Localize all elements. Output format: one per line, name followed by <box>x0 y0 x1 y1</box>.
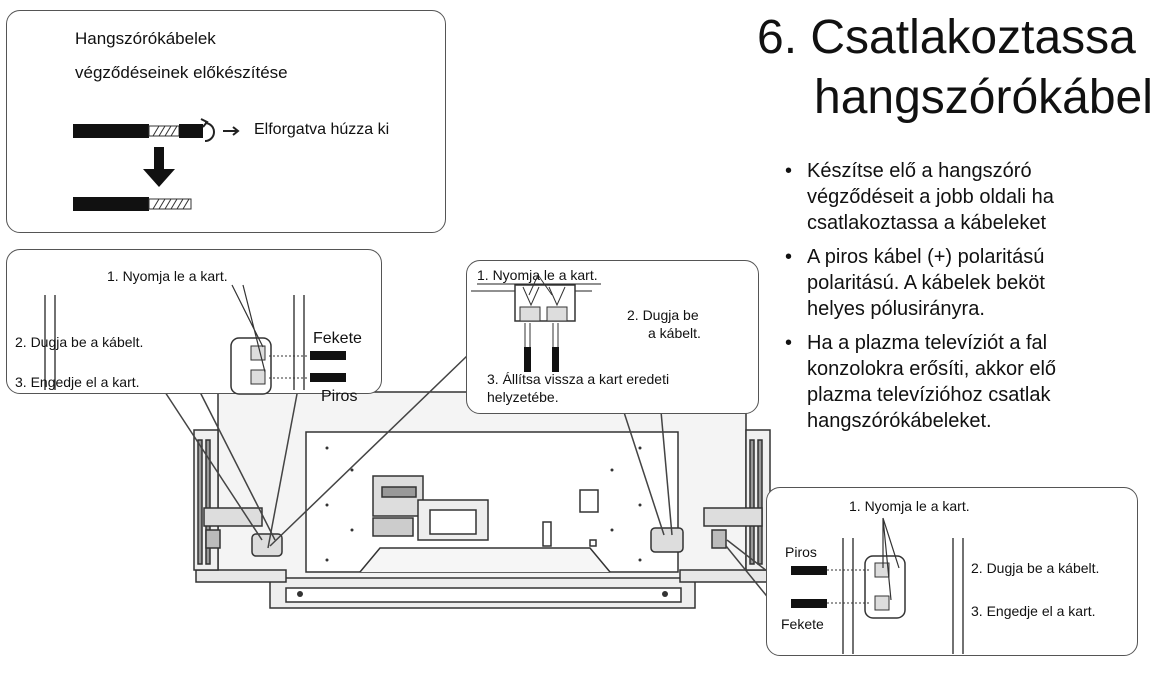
bullet-3-line-4: hangszórókábeleket. <box>807 410 992 432</box>
bullet-1-line-2: végződéseit a jobb oldali ha <box>807 186 1054 208</box>
down-arrow-icon <box>143 147 175 187</box>
tv-body <box>195 391 771 609</box>
callout-lines <box>164 354 777 601</box>
bullet-3: • Ha a plazma televíziót a fal konzolokr… <box>783 330 1143 434</box>
bullet-3-line-2: konzolokra erősíti, akkor elő <box>807 358 1057 380</box>
speaker-stands <box>193 429 771 571</box>
center-step3-line1: 3. Állítsa vissza a kart eredeti <box>487 371 670 387</box>
center-terminal-box: 1. Nyomja le a kart. 2. Dugja be a kábel… <box>466 260 759 414</box>
left-step1: 1. Nyomja le a kart. <box>107 268 228 284</box>
bullet-dot-1: • <box>785 160 793 182</box>
left-step3: 3. Engedje el a kart. <box>15 374 140 390</box>
center-step2-line2: a kábelt. <box>648 325 701 341</box>
center-cable-right <box>552 347 559 372</box>
instruction-bullets: • Készítse elő a hangszóró végződéseit a… <box>783 158 1143 442</box>
right-terminal-diagram <box>791 517 964 654</box>
label-red: Piros <box>321 388 358 405</box>
bullet-1-line-3: csatlakoztassa a kábeleket <box>807 212 1047 234</box>
right-label-red: Piros <box>785 544 817 560</box>
right-black-cable <box>791 599 827 608</box>
cable-prep-box: Hangszórókábelek végződéseinek előkészít… <box>6 10 446 233</box>
bullet-1-line-1: Készítse elő a hangszóró <box>807 160 1032 182</box>
red-cable <box>310 373 346 382</box>
cable-prep-title-line1: Hangszórókábelek <box>75 29 216 48</box>
left-step2: 2. Dugja be a kábelt. <box>15 334 144 350</box>
cable-removed-sheath <box>179 124 203 138</box>
bullet-3-line-1: Ha a plazma televíziót a fal <box>807 332 1048 354</box>
twist-label: Elforgatva húzza ki <box>254 121 390 138</box>
center-step2-line1: 2. Dugja be <box>627 307 699 323</box>
tv-panel-holes <box>297 446 668 597</box>
cable-prep-diagram <box>73 118 240 211</box>
bullet-2-line-2: polaritású. A kábelek beköt <box>807 272 1045 294</box>
center-terminal-diagram <box>471 274 601 372</box>
label-black: Fekete <box>313 330 362 347</box>
bullet-2: • A piros kábel (+) polaritású polaritás… <box>783 244 1143 322</box>
section-heading-line1: 6. Csatlakoztassa <box>757 11 1136 64</box>
right-label-black: Fekete <box>781 616 824 632</box>
left-terminal-box: 1. Nyomja le a kart. 2. Dugja be a kábel… <box>6 249 382 405</box>
cable-prep-title-line2: végződéseinek előkészítése <box>75 63 288 82</box>
right-red-cable <box>791 566 827 575</box>
center-step3-line2: helyzetébe. <box>487 389 559 405</box>
section-heading-line2: hangszórókábel <box>814 71 1153 124</box>
twist-arrow-icon <box>204 122 215 142</box>
cable-sheath <box>73 124 149 138</box>
prepared-cable <box>73 197 149 211</box>
right-terminal-box: 1. Nyomja le a kart. 2. Dugja be a kábel… <box>766 487 1138 656</box>
right-step3: 3. Engedje el a kart. <box>971 603 1096 619</box>
bullet-dot-2: • <box>785 246 793 268</box>
left-terminal-diagram <box>44 284 346 395</box>
black-cable <box>310 351 346 360</box>
center-step1: 1. Nyomja le a kart. <box>477 267 598 283</box>
bullet-1: • Készítse elő a hangszóró végződéseit a… <box>783 158 1143 236</box>
right-step1: 1. Nyomja le a kart. <box>849 498 970 514</box>
bullet-2-line-3: helyes pólusirányra. <box>807 298 985 320</box>
bullet-2-line-1: A piros kábel (+) polaritású <box>807 246 1045 268</box>
center-cable-left <box>524 347 531 372</box>
bullet-dot-3: • <box>785 332 793 354</box>
right-step2: 2. Dugja be a kábelt. <box>971 560 1100 576</box>
bullet-3-line-3: plazma televízióhoz csatlak <box>807 384 1051 406</box>
